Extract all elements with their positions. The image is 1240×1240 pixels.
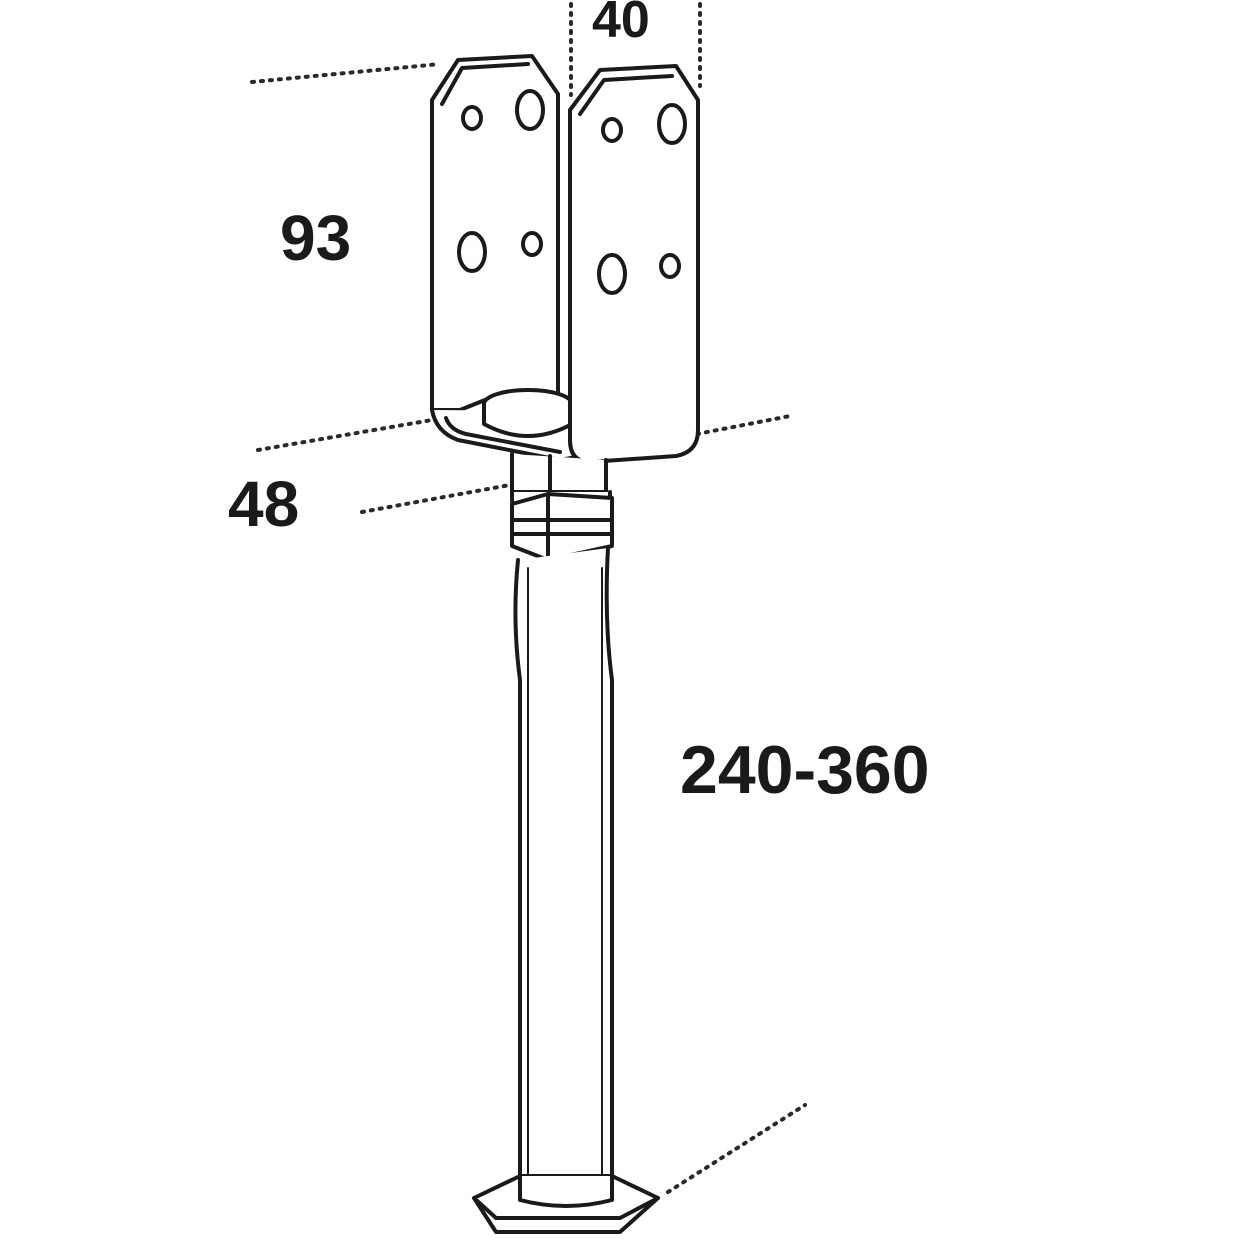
bracket-holes — [457, 89, 687, 295]
u-bracket — [430, 54, 700, 464]
top-dim-line-left — [250, 62, 442, 84]
base-plate — [472, 1174, 660, 1234]
base-dim-line — [666, 1103, 807, 1194]
bottom-dim-line-left — [256, 418, 434, 452]
post-tube — [513, 546, 614, 1202]
left-plate-edge — [440, 62, 530, 106]
nut-size-label: 48 — [228, 468, 300, 540]
bottom-dim-line-right — [695, 414, 792, 436]
top-width-label: 40 — [592, 0, 650, 49]
height-range-label: 240-360 — [680, 732, 930, 808]
right-plate-edge — [578, 74, 674, 116]
dimension-lines — [250, 2, 807, 1194]
u-inner-edge — [444, 416, 562, 454]
bracket-height-label: 93 — [280, 202, 352, 274]
stem-and-nut — [510, 452, 614, 562]
